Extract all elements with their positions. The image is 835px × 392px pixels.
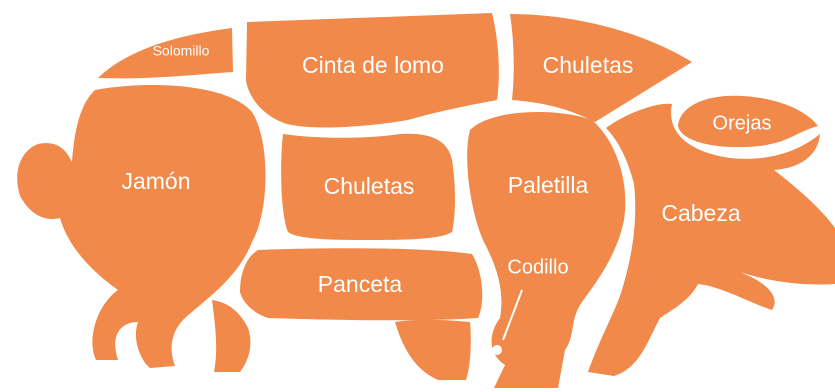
cut-paletilla	[467, 111, 626, 388]
label-panceta: Panceta	[318, 271, 403, 297]
label-solomillo: Solomillo	[153, 43, 210, 59]
label-chuletas-top: Chuletas	[543, 52, 634, 78]
cut-cinta-de-lomo	[246, 13, 499, 128]
label-cabeza: Cabeza	[661, 200, 740, 226]
cut-front-hoof	[395, 319, 471, 380]
cut-orejas	[678, 95, 818, 148]
label-codillo: Codillo	[507, 256, 568, 278]
cut-jamon	[17, 85, 266, 368]
codillo-pointer-line	[502, 289, 523, 341]
label-jamon: Jamón	[121, 168, 190, 194]
cut-cabeza	[588, 103, 835, 377]
cut-rear-hoof	[212, 300, 251, 372]
codillo-pointer-dot	[492, 345, 502, 355]
cut-chuletas-middle	[281, 133, 455, 240]
label-paletilla: Paletilla	[508, 172, 589, 198]
label-cinta-de-lomo: Cinta de lomo	[302, 52, 444, 78]
cut-chuletas-top	[510, 14, 692, 122]
cut-panceta	[240, 248, 483, 321]
label-orejas: Orejas	[713, 112, 772, 134]
cut-solomillo	[98, 28, 233, 79]
label-chuletas-middle: Chuletas	[324, 173, 415, 199]
